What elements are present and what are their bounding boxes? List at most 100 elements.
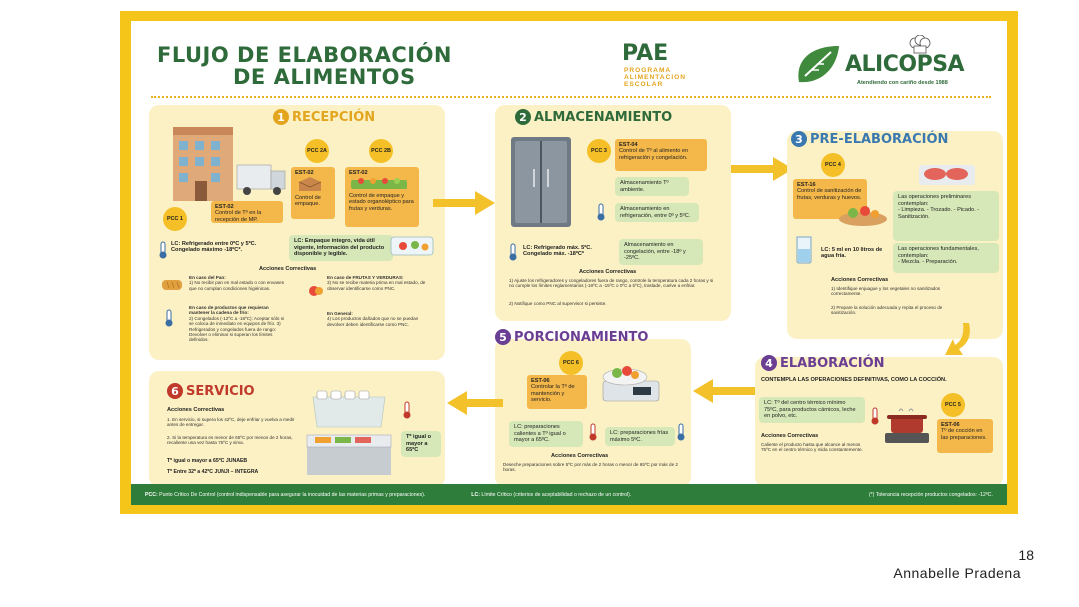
thermometer-icon — [165, 309, 173, 327]
est02-frutas-box: EST-02 Control de empaque y estado organ… — [345, 167, 419, 227]
porcion-lc-calientes: LC: preparaciones calientes a Tº igual o… — [509, 421, 583, 447]
building-illustration — [173, 127, 286, 201]
thermometer-icon — [589, 423, 597, 441]
servicio-accion-2: 2. Si la temperatura es menor de 65ºC po… — [167, 435, 293, 446]
est06-mantencion-box: EST-06 Controlar la Tº de mantención y s… — [527, 375, 587, 409]
arrow-recepcion-almacenamiento — [433, 191, 495, 215]
est04-head: EST-04 — [619, 142, 638, 148]
est06-coccion-body: Tº de cocción en las preparaciones. — [941, 428, 987, 441]
thermometer-icon — [509, 243, 517, 261]
almacenamiento-title: 2 ALMACENAMIENTO — [515, 109, 672, 125]
preelaboracion-number: 3 — [791, 131, 807, 147]
leaf-icon — [798, 46, 839, 83]
pcc-3-badge: PCC 3 — [587, 139, 611, 163]
elaboracion-number: 4 — [761, 355, 777, 371]
pcc-6-badge: PCC 6 — [559, 351, 583, 375]
ops2-items: - Mezcla. - Preparación. — [898, 259, 958, 266]
footer-lc-label: LC: — [471, 491, 480, 498]
chef-hat-icon — [909, 35, 931, 54]
est02-temp-body: Control de Tº en la recepción de MP. — [215, 210, 262, 223]
general-head: En General: — [327, 311, 353, 316]
est06-coccion-head: EST-06 — [941, 422, 960, 428]
almac-accion-2: 2) Notifique como PNC al supervisor si p… — [509, 301, 607, 306]
vegetables-board-icon — [839, 206, 887, 226]
preelab-acciones-head: Acciones Correctivas — [831, 277, 889, 283]
porcionamiento-label: PORCIONAMIENTO — [514, 329, 649, 345]
pae-sub-1: PROGRAMA — [624, 67, 672, 74]
almac-ambiente: Almacenamiento Tº ambiente. — [615, 177, 689, 197]
frio-body: 2) Congelados (-12ºC a -18ºC): Aceptar s… — [189, 315, 285, 343]
divider — [151, 96, 991, 98]
cooking-pot-icon — [885, 408, 929, 443]
poster: FLUJO DE ELABORACIÓN DE ALIMENTOS PAE PR… — [120, 11, 1018, 514]
preelab-lc: LC: 5 ml en 10 litros de agua fría. — [821, 247, 883, 260]
pan-accion: En caso del Pan: 1) No recibir pan en ma… — [189, 275, 287, 291]
frio-head: En caso de productos que requieran mante… — [189, 305, 269, 316]
footer-tolerancia: (*) Tolerancia recepción productos conge… — [868, 491, 993, 498]
est02-empaque-head: EST-02 — [295, 170, 314, 176]
frutas-body: 3) No se recibe materia prima en mal est… — [327, 280, 426, 291]
alicopsa-tagline: Atendiendo con cariño desde 1988 — [857, 80, 948, 86]
thermometer-icon — [159, 241, 167, 259]
fruit-icon — [309, 286, 323, 296]
arrow-preelaboracion-elaboracion — [945, 323, 970, 355]
refrigerator-illustration — [511, 137, 571, 227]
buffet-counter-illustration — [306, 390, 392, 475]
frutas-head: En caso de FRUTAS Y VERDURAS: — [327, 275, 404, 280]
est02-empaque-box: EST-02 Control de empaque. — [291, 167, 335, 219]
bread-icon — [162, 280, 182, 290]
page-number: 18 — [1018, 547, 1034, 563]
preelab-accion-1: 1) Identifique enjuague y los vegetales … — [831, 286, 941, 297]
alicopsa-name: ALICOPSA — [845, 52, 965, 77]
recepcion-acciones-head: Acciones Correctivas — [259, 266, 317, 272]
recepcion-label: RECEPCIÓN — [292, 109, 376, 125]
pcc-1-badge: PCC 1 — [163, 207, 187, 231]
box-icon — [298, 177, 322, 192]
elaboracion-subtitle: CONTEMPLA LAS OPERACIONES DEFINITIVAS, C… — [761, 377, 947, 383]
alicopsa-logo: ALICOPSA Atendiendo con cariño desde 198… — [791, 35, 991, 95]
pae-sub-2: ALIMENTACION — [624, 74, 687, 81]
pcc-2a-badge: PCC 2A — [305, 139, 329, 163]
thermometer-icon — [403, 401, 411, 419]
est02-temp-head: EST-02 — [215, 204, 234, 210]
arrow-almacenamiento-preelaboracion — [731, 157, 793, 181]
general-accion: En General: 4) Los productos dañados que… — [327, 311, 429, 327]
servicio-temp-note: Tº igual o mayor a 65ºC — [401, 431, 441, 457]
elaboracion-lc: LC: Tº del centro térmico mínimo 75ºC, p… — [759, 397, 865, 423]
est04-box: EST-04 Control de Tº al alimento en refr… — [615, 139, 707, 171]
servicio-title: 6 SERVICIO — [167, 383, 255, 399]
est04-body: Control de Tº al alimento en refrigeraci… — [619, 148, 689, 161]
pcc-2b-badge: PCC 2B — [369, 139, 393, 163]
almac-accion-1: 1) Ajuste los refrigeradores y congelado… — [509, 278, 714, 289]
frio-accion: En caso de productos que requieran mante… — [189, 305, 287, 343]
pcc-5-badge: PCC 5 — [941, 393, 965, 417]
est02-frutas-head: EST-02 — [349, 170, 368, 176]
author-name: Annabelle Pradena — [893, 565, 1021, 581]
porcionamiento-title: 5 PORCIONAMIENTO — [495, 329, 648, 345]
frutas-accion: En caso de FRUTAS Y VERDURAS: 3) No se r… — [327, 275, 429, 291]
servicio-panel — [149, 371, 445, 487]
est02-frutas-body: Control de empaque y estado organoléptic… — [349, 192, 414, 212]
almac-lc: LC: Refrigerado máx. 5ºC. Congelado máx.… — [523, 245, 592, 258]
recepcion-lc-empaque: LC: Empaque íntegro, vida útil vigente, … — [289, 235, 393, 261]
servicio-t1: Tº igual o mayor a 65ºC JUNAEB — [167, 458, 248, 464]
est06-mantencion-head: EST-06 — [531, 378, 550, 384]
servicio-accion-1: 1. En servicio, si supera los 42ºC, deje… — [167, 417, 295, 428]
pae-sub-3: ESCOLAR — [624, 81, 664, 88]
est06-coccion-box: EST-06 Tº de cocción en las preparacione… — [937, 419, 993, 453]
beaker-icon — [796, 236, 812, 264]
est02-temp-box: EST-02 Control de Tº en la recepción de … — [211, 201, 283, 223]
almac-refrigeracion: Almacenamiento en refrigeración, entre 0… — [615, 203, 699, 223]
ops1-head: Las operaciones preliminares contemplan: — [898, 194, 972, 207]
elab-acciones-head: Acciones Correctivas — [761, 433, 819, 439]
pae-logo: PAE — [622, 41, 669, 66]
almac-congelacion: Almacenamiento en congelación, entre -18… — [619, 239, 703, 265]
poster-title-line-1: FLUJO DE ELABORACIÓN — [157, 43, 453, 67]
est16-head: EST-16 — [797, 182, 816, 188]
recepcion-title: 1 RECEPCIÓN — [273, 109, 375, 125]
preelaboracion-label: PRE-ELABORACIÓN — [810, 131, 949, 147]
ops2-head: Las operaciones fundamentales, contempla… — [898, 246, 979, 259]
porcionamiento-panel — [495, 339, 691, 487]
meat-icon — [919, 165, 975, 185]
